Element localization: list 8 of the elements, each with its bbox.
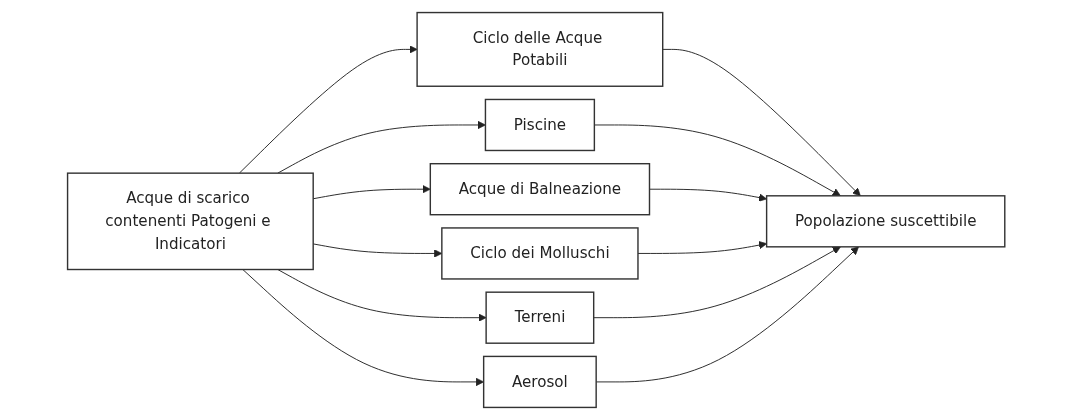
node-box: Ciclo delle Acque Potabili xyxy=(416,11,664,87)
node-box: Ciclo dei Molluschi xyxy=(440,226,639,280)
node-box: Popolazione suscettibile xyxy=(765,194,1006,248)
node-box: Acque di Balneazione xyxy=(429,162,650,215)
node-box: Acque di scarico contenenti Patogeni e Indicatori xyxy=(66,171,314,270)
node-box: Aerosol xyxy=(482,355,597,408)
node-box: Terreni xyxy=(485,290,595,344)
node-box: Piscine xyxy=(484,98,595,151)
